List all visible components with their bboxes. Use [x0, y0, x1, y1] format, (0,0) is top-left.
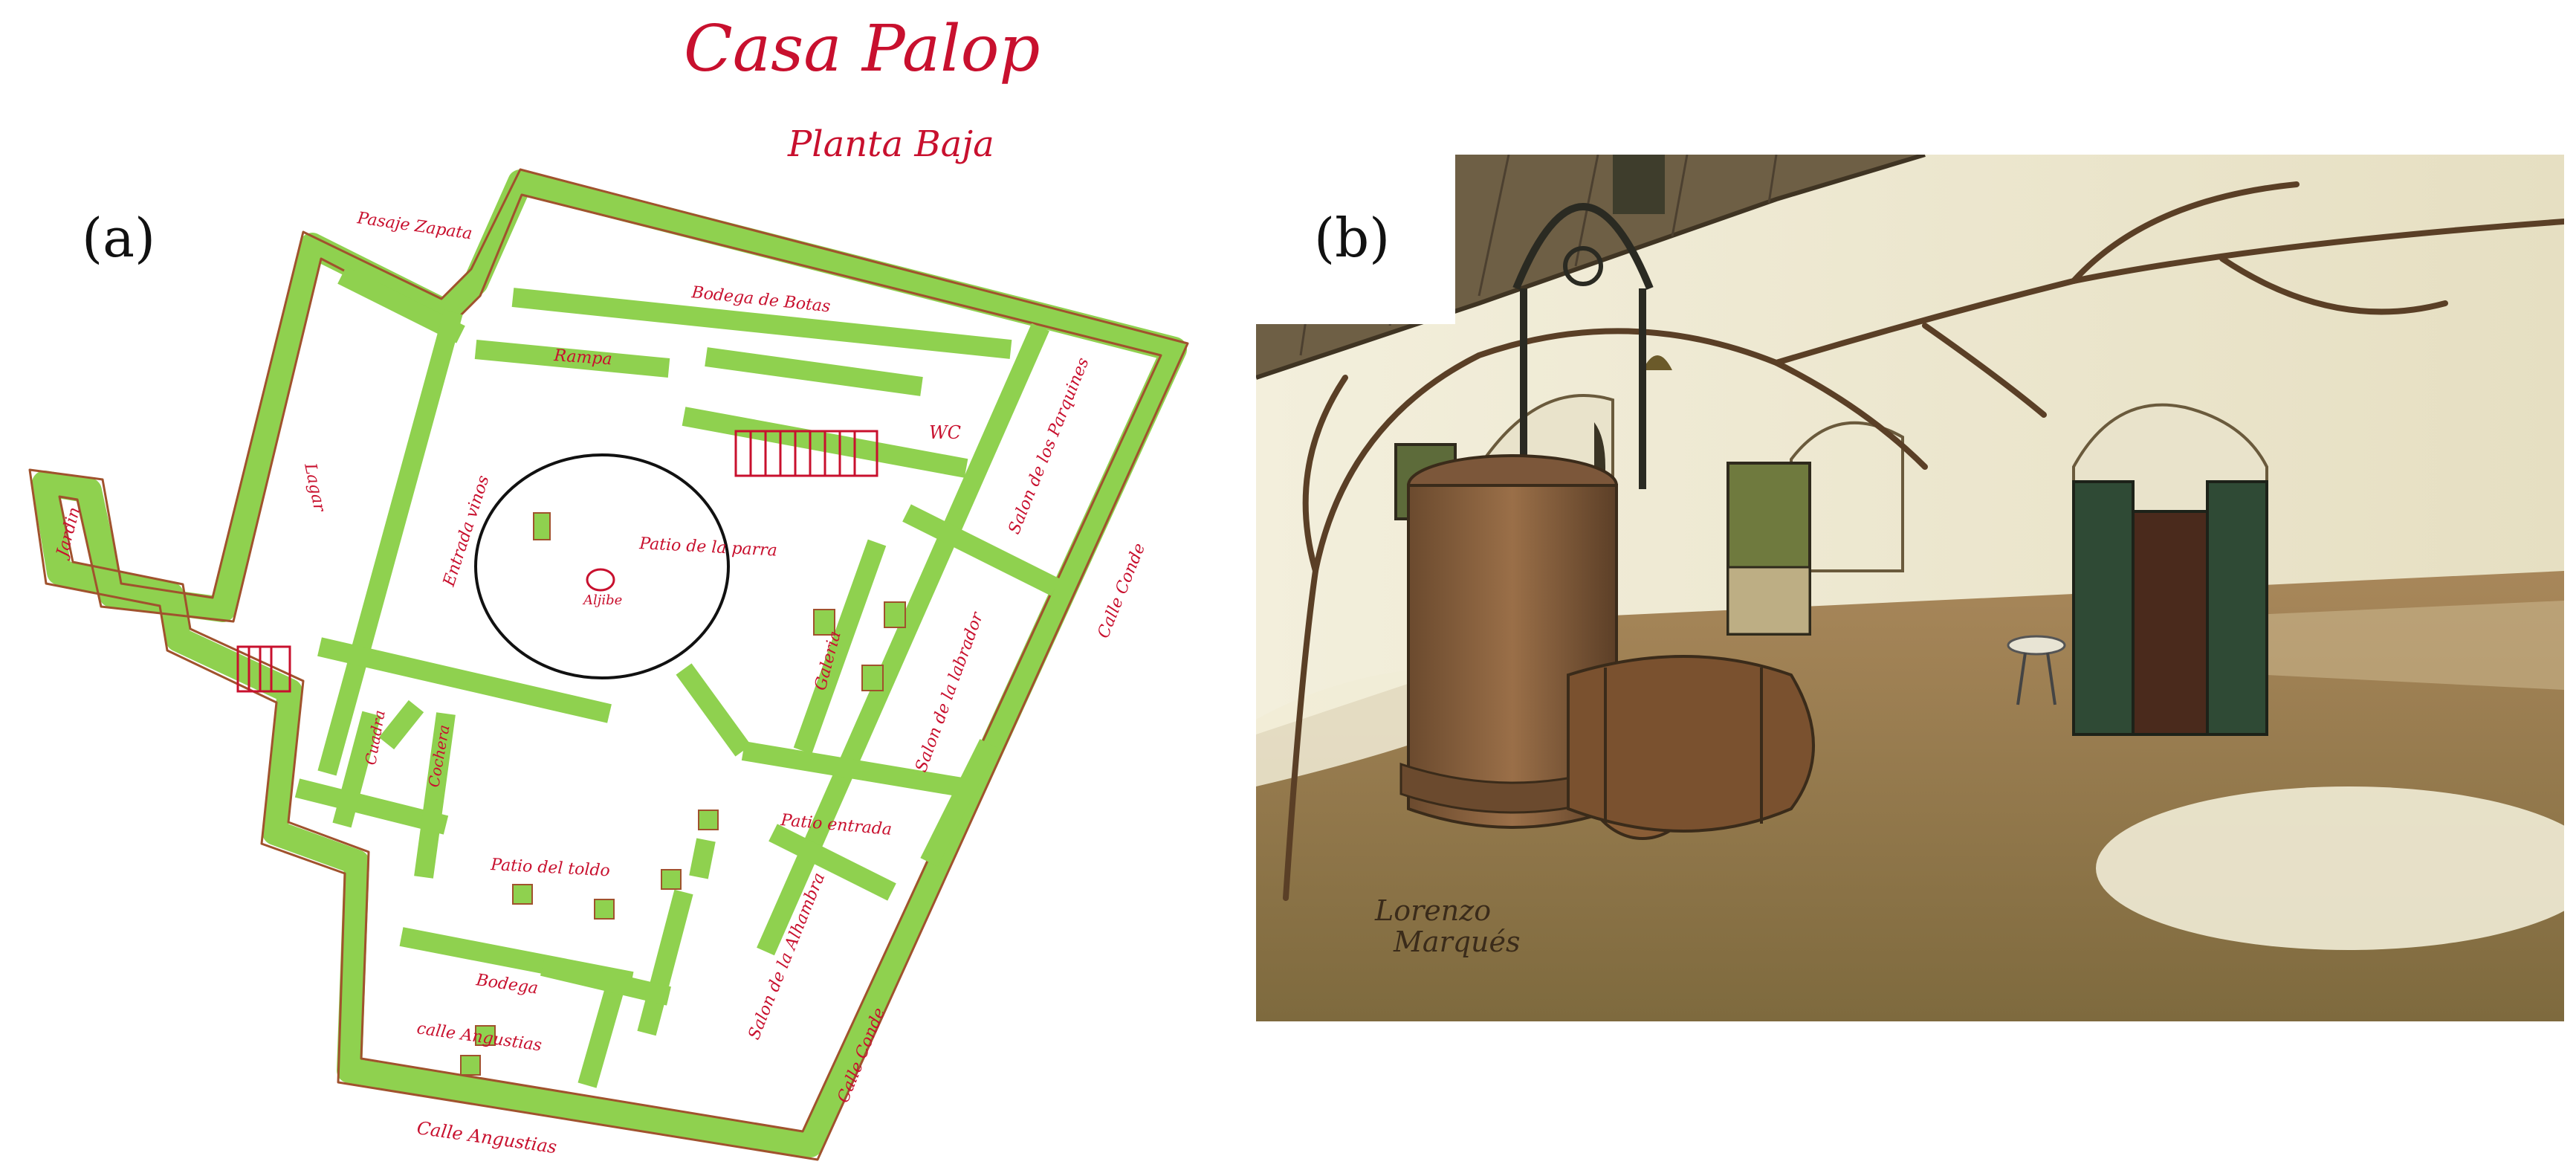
plan-subtitle: Planta Baja [787, 123, 994, 165]
room-label-bodega: Bodega [474, 971, 539, 998]
artist-signature-line2: Marqués [1393, 925, 1521, 958]
plan-title: Casa Palop [684, 12, 1040, 86]
courtyard-painting-panel: Lorenzo Marqués (b) [1256, 155, 2564, 1021]
patio-circle [474, 453, 730, 679]
panel-label-a: (a) [82, 207, 156, 269]
floor-plan-drawing: Casa Palop Planta Baja Pasaje Zapata Bod… [28, 12, 1189, 1161]
stairs-hatch [236, 430, 878, 693]
door-center [2132, 510, 2209, 736]
room-label-lagar: Lagar [300, 461, 329, 514]
room-label-calle-angustias-inner: calle Angustias [415, 1019, 543, 1055]
door-right-panel [2206, 480, 2268, 736]
room-label-rampa: Rampa [553, 346, 613, 369]
room-label-pasaje: Pasaje Zapata [355, 209, 473, 244]
floor-plan-panel: Casa Palop Planta Baja Pasaje Zapata Bod… [0, 0, 1204, 1176]
room-label-calle-angustias: Calle Angustias [415, 1117, 558, 1157]
room-label-patio-parra: Patio de la parra [638, 534, 778, 560]
room-label-wc: WC [929, 422, 961, 443]
room-label-patio-toldo: Patio del toldo [490, 856, 611, 880]
door-left-panel [2072, 480, 2135, 736]
barrel [1567, 655, 1815, 840]
artist-signature-line1: Lorenzo [1374, 894, 1491, 927]
sunlit-patch [2096, 786, 2564, 950]
outer-walls-outline [28, 168, 1189, 1161]
piers [460, 512, 906, 1076]
room-label-aljibe: Aljibe [582, 592, 622, 608]
panel-label-b: (b) [1314, 207, 1391, 269]
room-label-entrada-vinos: Entrada vinos [440, 474, 493, 589]
outer-walls [32, 169, 1187, 1157]
room-label-calle-conde-1: Calle Conde [1094, 540, 1149, 641]
aljibe-well [586, 568, 615, 592]
panel-label-b-box: (b) [1256, 155, 1455, 324]
grape-vines [1283, 181, 2564, 901]
interior-walls [294, 266, 1060, 1088]
upper-window [1613, 155, 1665, 214]
